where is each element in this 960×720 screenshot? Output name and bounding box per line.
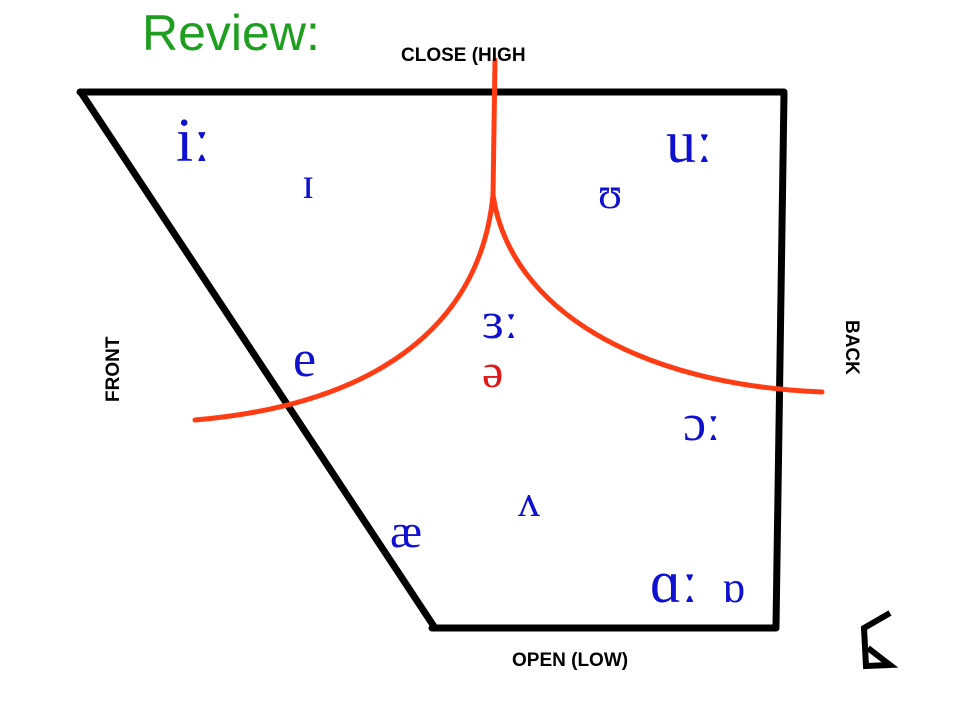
vowel-small-i: ɪ	[302, 159, 315, 208]
page-title: Review:	[142, 5, 320, 61]
vowel-er-long: ɜː	[482, 293, 519, 350]
vowel-turned-a: ɒ	[722, 563, 746, 612]
vowel-wedge: ʌ	[518, 477, 540, 526]
label-close-high: CLOSE (HIGH	[401, 45, 526, 66]
trapezoid-front-edge	[78, 90, 439, 632]
vowel-a-long: ɑː	[650, 549, 699, 615]
divider-curve-back	[490, 192, 825, 395]
label-back: BACK	[841, 320, 862, 375]
label-front: FRONT	[103, 336, 124, 402]
trapezoid-back-edge	[772, 90, 788, 630]
vowel-i-long: iː	[176, 107, 211, 175]
vowel-schwa: ə	[482, 345, 504, 398]
label-open-low: OPEN (LOW)	[512, 650, 629, 671]
divider-curve-front	[192, 192, 496, 423]
vowel-upsilon: ʊ	[598, 169, 623, 218]
vowel-u-long: uː	[666, 109, 713, 175]
corner-logo-icon	[860, 610, 899, 670]
vowel-open-o-long: ɔː	[683, 395, 721, 452]
vowel-ae: æ	[390, 505, 423, 558]
divider-vertical	[490, 57, 498, 198]
vowel-e: e	[293, 331, 317, 388]
